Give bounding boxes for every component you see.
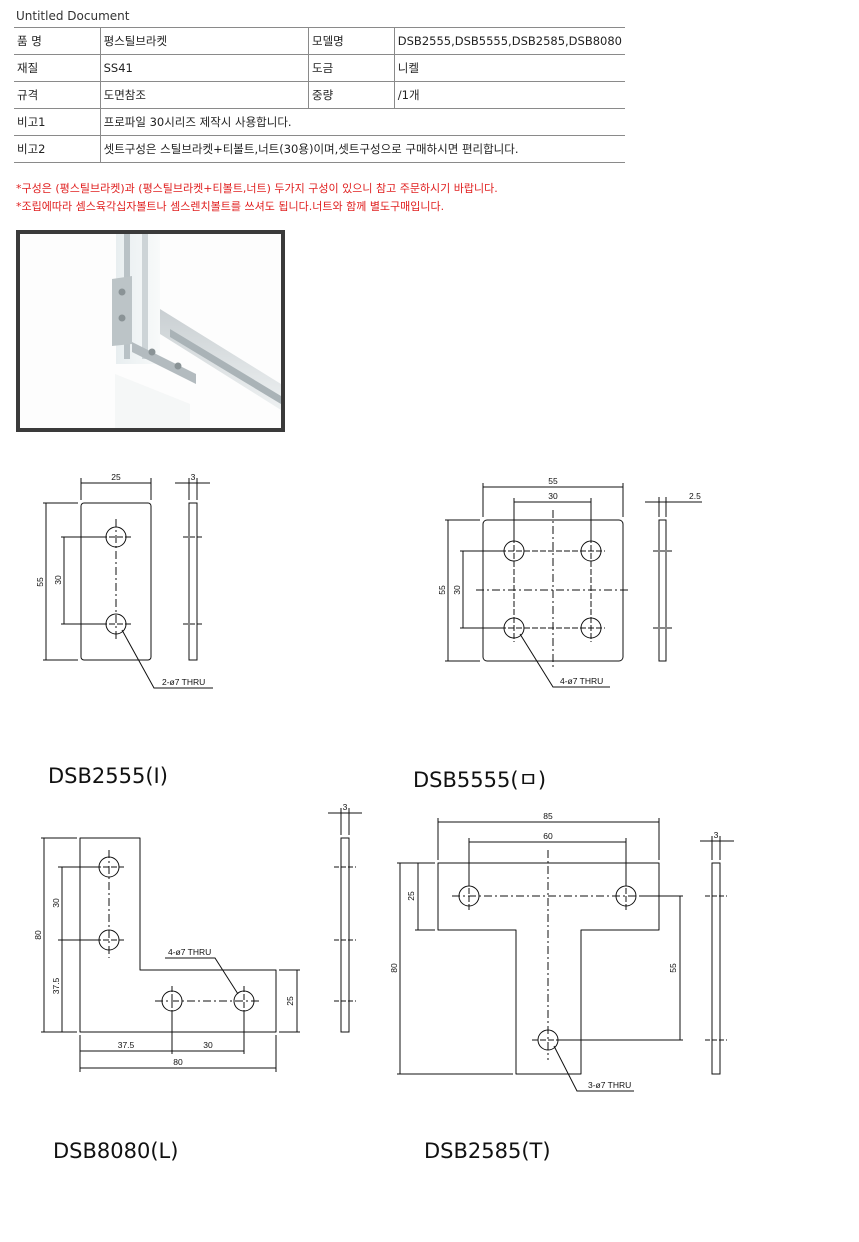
drawing-dsb5555 [445, 483, 702, 688]
dim-8080-width: 80 [173, 1057, 183, 1067]
model-label-dsb8080: DSB8080(L) [53, 1139, 179, 1163]
dim-5555-pitch-x: 30 [548, 491, 558, 501]
drawing-dsb8080 [41, 808, 362, 1072]
dim-8080-base-left: 37.5 [118, 1040, 135, 1050]
dim-2585-thickness: 3 [714, 830, 719, 840]
dim-5555-height: 55 [437, 585, 447, 595]
spec-table: 품 명 평스틸브라켓 모델명 DSB2555,DSB5555,DSB2585,D… [14, 27, 625, 163]
dim-2555-thickness: 3 [191, 472, 196, 482]
model-label-dsb2585: DSB2585(T) [424, 1139, 551, 1163]
dim-8080-height: 80 [33, 930, 43, 940]
bracket-render-image [20, 234, 281, 428]
dim-2585-height: 80 [389, 963, 399, 973]
label-remark2: 비고2 [14, 135, 101, 163]
dim-2585-vertical-pitch: 55 [668, 963, 678, 973]
dim-2585-pitch: 60 [543, 831, 553, 841]
dim-5555-thickness: 2.5 [689, 491, 701, 501]
label-plating: 도금 [308, 54, 395, 82]
callout-5555-holes: 4-ø7 THRU [560, 676, 603, 686]
dim-2585-width: 85 [543, 811, 553, 821]
label-remark1: 비고1 [14, 108, 101, 136]
document-title: Untitled Document [16, 9, 130, 23]
table-row: 품 명 평스틸브라켓 모델명 DSB2555,DSB5555,DSB2585,D… [14, 27, 625, 55]
callout-2555-holes: 2-ø7 THRU [162, 677, 205, 687]
callout-2585-holes: 3-ø7 THRU [588, 1080, 631, 1090]
dim-8080-arm: 25 [285, 996, 295, 1006]
model-label-dsb5555: DSB5555(ㅁ) [413, 768, 547, 792]
dim-8080-pitch-bottom: 37.5 [51, 977, 61, 994]
product-photo [16, 230, 285, 432]
table-row: 비고2 셋트구성은 스틸브라켓+티볼트,너트(30용)이며,셋트구성으로 구매하… [14, 135, 625, 163]
note-assembly: *조립에따라 셈스육각십자볼트나 셈스렌치볼트를 쓰셔도 됩니다.너트와 함께 … [16, 200, 445, 213]
value-remark2: 셋트구성은 스틸브라켓+티볼트,너트(30용)이며,셋트구성으로 구매하시면 편… [99, 135, 625, 163]
dim-2585-top-height: 25 [406, 891, 416, 901]
note-config: *구성은 (평스틸브라켓)과 (평스틸브라켓+티볼트,너트) 두가지 구성이 있… [16, 182, 498, 195]
value-model: DSB2555,DSB5555,DSB2585,DSB8080 [393, 27, 625, 55]
dim-8080-thickness: 3 [343, 802, 348, 812]
value-weight: /1개 [393, 81, 625, 109]
drawing-dsb2585 [397, 818, 734, 1092]
dim-5555-width: 55 [548, 476, 558, 486]
label-weight: 중량 [308, 81, 395, 109]
dim-2555-width: 25 [111, 472, 121, 482]
label-model: 모델명 [308, 27, 395, 55]
dim-2555-pitch: 30 [53, 575, 63, 585]
value-material: SS41 [99, 54, 309, 82]
dim-2555-height: 55 [35, 577, 45, 587]
dim-8080-base-pitch: 30 [203, 1040, 213, 1050]
dim-5555-pitch-y: 30 [452, 585, 462, 595]
drawing-dsb2555 [43, 478, 213, 689]
callout-8080-holes: 4-ø7 THRU [168, 947, 211, 957]
dim-8080-pitch-top: 30 [51, 898, 61, 908]
model-label-dsb2555: DSB2555(I) [48, 764, 168, 788]
value-name: 평스틸브라켓 [99, 27, 309, 55]
